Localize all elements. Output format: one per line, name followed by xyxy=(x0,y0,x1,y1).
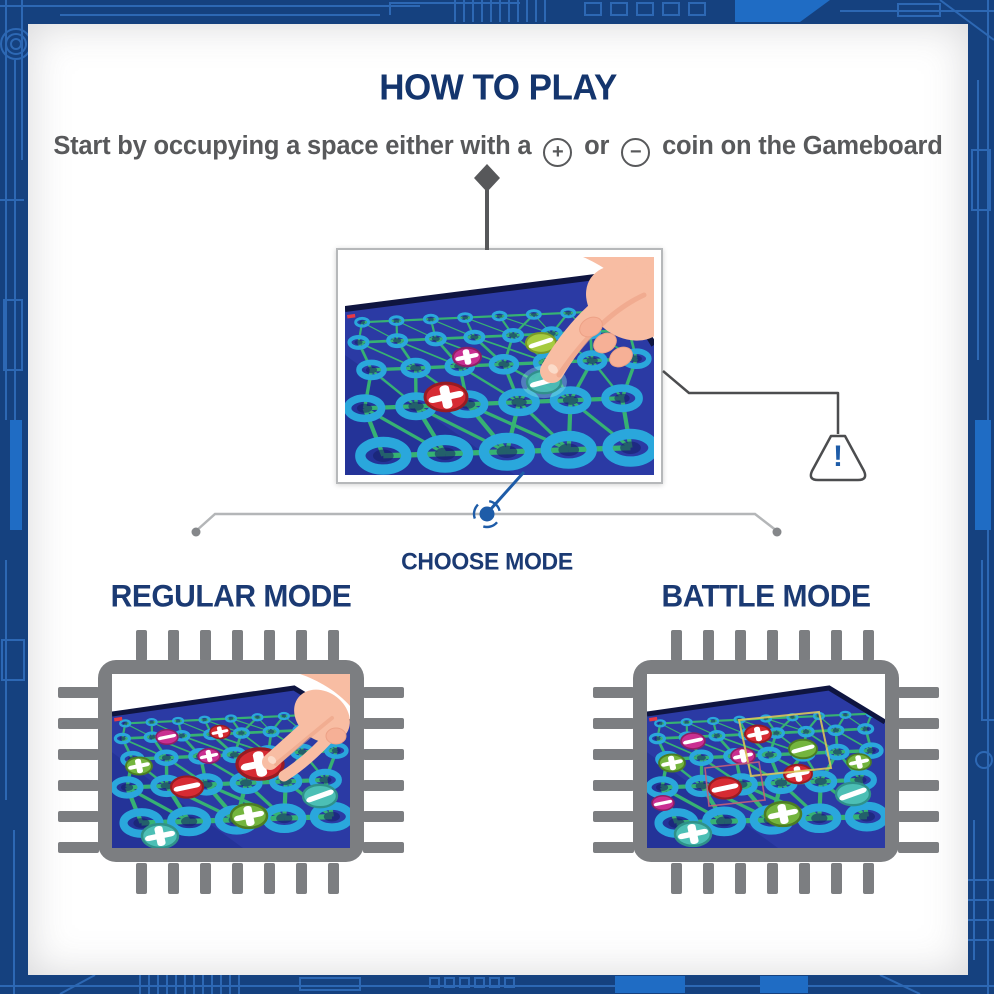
instruction-text: Start by occupying a space either with a… xyxy=(28,132,968,167)
pointer-diamond xyxy=(474,164,500,192)
main-illustration xyxy=(336,248,663,484)
mode-option-regular[interactable]: REGULAR MODE xyxy=(58,579,404,894)
warning-connector-line xyxy=(662,370,840,434)
plus-coin-icon: + xyxy=(543,137,573,167)
main-gameboard-image xyxy=(345,257,654,475)
chip-pins xyxy=(593,630,939,894)
warning-exclamation: ! xyxy=(833,440,843,473)
chip-frame-battle xyxy=(593,630,939,894)
instruction-part1: Start by occupying a space either with a xyxy=(53,132,532,160)
mode-title-regular: REGULAR MODE xyxy=(110,579,352,614)
choose-mode-node xyxy=(479,506,495,522)
branch-end-dot-left xyxy=(191,527,201,537)
choose-mode-branch-line xyxy=(195,512,778,532)
choose-mode-node-arcs xyxy=(472,499,502,529)
chip-pins xyxy=(58,630,404,894)
chip-frame-regular xyxy=(58,630,404,894)
instruction-part2: or xyxy=(584,132,610,160)
mode-option-battle[interactable]: BATTLE MODE xyxy=(593,579,939,894)
instruction-part3: coin on the Gameboard xyxy=(662,132,943,160)
branch-end-dot-right xyxy=(772,527,782,537)
minus-coin-icon: − xyxy=(621,137,651,167)
page-title: HOW TO PLAY xyxy=(379,67,617,108)
content-card: HOW TO PLAY Start by occupying a space e… xyxy=(28,24,968,975)
mode-title-battle: BATTLE MODE xyxy=(661,579,871,614)
choose-mode-label: CHOOSE MODE xyxy=(401,547,573,575)
